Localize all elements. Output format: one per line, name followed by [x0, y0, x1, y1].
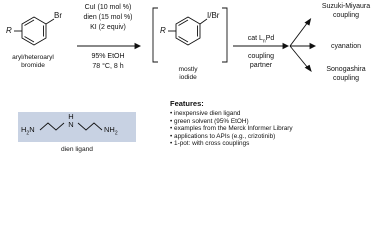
intermediate-label-line1: mostly — [178, 66, 198, 73]
intermediate-r-group-label: R — [160, 26, 166, 35]
features-title: Features: — [170, 99, 204, 108]
coupling-catalyst: cat LnPd — [236, 35, 286, 44]
outcome-sonogashira-line2: coupling — [332, 75, 360, 82]
start-benzene-ring — [14, 16, 55, 46]
start-label-line2: bromide — [21, 62, 45, 69]
feature-item: • 1-pot: with cross couplings — [170, 140, 250, 148]
coupling-partner-line1: coupling — [247, 53, 275, 60]
feature-item: • green solvent (95% EtOH) — [170, 117, 249, 125]
feature-item: • applications to APIs (e.g., crizotinib… — [170, 132, 276, 140]
start-label-line1: aryl/heteroaryl — [12, 54, 54, 61]
intermediate-benzene-ring — [168, 16, 208, 46]
right-amine-nh: NH — [104, 125, 115, 134]
start-r-group-label: R — [6, 26, 12, 35]
catalyst-metal-text: Pd — [265, 35, 275, 42]
branch-arrows — [289, 17, 317, 73]
intermediate-halogen-label: I/Br — [207, 11, 220, 20]
reaction-arrow-1 — [77, 42, 142, 50]
outcome-suzuki-line2: coupling — [332, 12, 360, 19]
dien-central-h: H — [68, 112, 74, 121]
dien-skeleton-overlay — [39, 122, 103, 131]
intermediate-brackets — [152, 7, 228, 63]
reaction-scheme — [14, 7, 317, 73]
conditions-temperature-time: 78 °C, 8 h — [92, 63, 124, 70]
outcome-suzuki-line1: Suzuki-Miyaura — [321, 3, 371, 10]
intermediate-label-line2: iodide — [179, 74, 197, 81]
conditions-catalyst: CuI (10 mol %) — [84, 4, 132, 11]
feature-item: • examples from the Merck Informer Libra… — [170, 125, 293, 133]
conditions-solvent: 95% EtOH — [91, 53, 125, 60]
catalyst-ligand-text: cat L — [247, 35, 263, 42]
conditions-ligand: dien (15 mol %) — [83, 14, 133, 21]
dien-ligand-box — [18, 112, 136, 142]
start-bromine-label: Br — [54, 11, 62, 20]
catalyst-subscript: n — [262, 38, 266, 45]
left-amine-n: N — [29, 125, 35, 134]
dien-right-amine: NH2 — [104, 126, 118, 137]
features-list: • inexpensive dien ligand • green solven… — [170, 110, 293, 148]
dien-left-amine: H2N — [21, 126, 35, 137]
left-amine-sub: 2 — [26, 130, 30, 137]
outcome-cyanation: cyanation — [331, 43, 361, 50]
left-amine-h: H — [21, 125, 27, 134]
right-amine-sub: 2 — [114, 130, 118, 137]
conditions-additive: KI (2 equiv) — [90, 24, 126, 31]
outcome-sonogashira-line1: Sonogashira — [326, 66, 366, 73]
reaction-arrow-2 — [233, 42, 290, 50]
dien-ligand-caption: dien ligand — [61, 146, 93, 153]
feature-item: • inexpensive dien ligand — [170, 110, 241, 117]
coupling-partner-line2: partner — [249, 62, 273, 69]
dien-central-n: N — [68, 120, 74, 129]
start-c-br-bond — [45, 18, 55, 25]
